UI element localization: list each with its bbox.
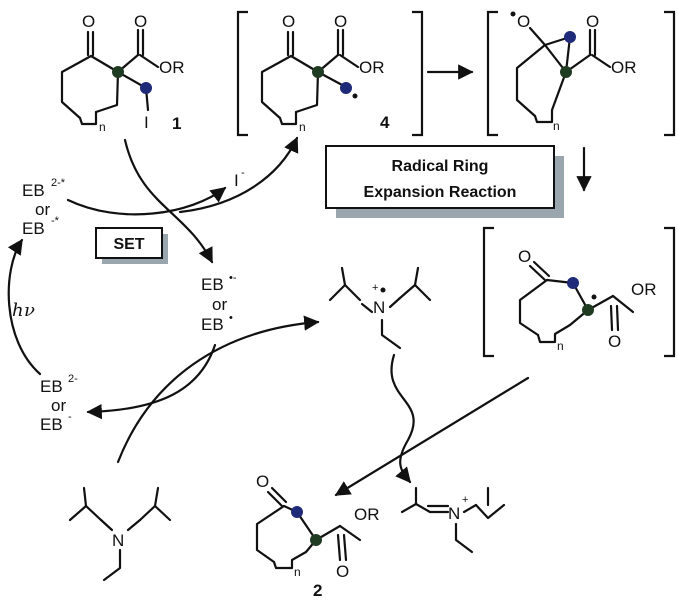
- eb-excited-label: EB 2-* or EB -*: [22, 177, 66, 238]
- eb-excited-dianion-text: EB: [22, 181, 45, 200]
- amine-radical-n: N: [373, 298, 385, 317]
- eb-excited-dianion-sup: 2-*: [51, 177, 66, 189]
- compound-1-structure: O n O OR I 1: [60, 12, 185, 134]
- iodide-label: I -: [234, 167, 245, 190]
- arrow-to-radical-4: [178, 136, 299, 214]
- eb-excited-or: or: [35, 200, 50, 219]
- product-2-carbonyl-oxygen: O: [336, 562, 349, 581]
- compound-1-green-atom: [112, 66, 124, 78]
- cyclopropane-carbonyl-oxygen: O: [586, 12, 599, 31]
- light-label: h ν: [12, 300, 35, 321]
- alkoxy-oxygen: O: [517, 12, 530, 31]
- product-2-blue-atom: [291, 506, 303, 518]
- cyclopropane-green-atom: [560, 66, 572, 78]
- arrow-hydrogen-atom-transfer: [390, 353, 415, 484]
- arrow-amine-oxidation: [116, 315, 320, 464]
- set-box: SET: [95, 227, 168, 264]
- eb-anion-sup: -: [68, 411, 72, 423]
- expanded-radical-dot: [591, 294, 597, 300]
- dipea-reagent: N: [68, 486, 172, 582]
- product-2-green-atom: [310, 534, 322, 546]
- compound-1-blue-atom: [140, 82, 152, 94]
- compound-4-radical-dot: [352, 93, 358, 99]
- eb-radical-label: EB •- or EB •: [201, 272, 237, 334]
- compound-4-ester-label: OR: [359, 58, 385, 77]
- cyclopropyloxy-intermediate: O n O OR: [510, 11, 637, 133]
- box-title-line-2: Expansion Reaction: [364, 184, 517, 201]
- compound-4-green-atom: [312, 66, 324, 78]
- eb-radical-or: or: [212, 295, 227, 314]
- amine-radical-dot: [380, 287, 386, 293]
- arrow-photoexcitation: [7, 238, 42, 376]
- set-box-text: SET: [113, 236, 144, 253]
- cyclopropane-bracket: [486, 10, 676, 137]
- compound-1-ester-label: OR: [159, 58, 185, 77]
- iminium-n: N: [448, 504, 460, 523]
- cyclopropane-blue-atom: [564, 31, 576, 43]
- arrow-eb-regeneration: [86, 343, 217, 420]
- alkoxy-radical-dot: [510, 11, 516, 17]
- arrow-to-product-2: [334, 376, 530, 497]
- expanded-ring-radical: O n O OR: [518, 247, 657, 353]
- amine-radical-cation: N +: [328, 266, 432, 350]
- expanded-ketone-oxygen: O: [518, 247, 531, 266]
- product-2-n-label: n: [294, 565, 301, 579]
- hv-h: h: [12, 300, 24, 321]
- compound-1-number: 1: [172, 114, 181, 133]
- compound-1-carbonyl-oxygen: O: [134, 12, 147, 31]
- iodide-charge: -: [241, 167, 245, 179]
- product-2-structure: O n O OR 2: [255, 472, 380, 600]
- eb-radical-sup: •: [229, 312, 233, 324]
- compound-1-ketone-oxygen: O: [82, 12, 95, 31]
- expanded-ester-label: OR: [631, 280, 657, 299]
- iminium-plus: +: [462, 494, 468, 506]
- expanded-carbonyl-oxygen: O: [608, 332, 621, 351]
- compound-4-bracket: [236, 10, 424, 137]
- cyclopropane-n-label: n: [553, 119, 560, 133]
- dipea-n: N: [112, 531, 124, 550]
- product-2-ketone-oxygen: O: [256, 472, 269, 491]
- product-2-number: 2: [313, 581, 322, 600]
- arrow-iodide-release: [66, 186, 227, 216]
- box-title-line-1: Radical Ring: [392, 158, 489, 175]
- eb-dianion-sup: 2-: [68, 373, 78, 385]
- expanded-green-radical-atom: [582, 304, 594, 316]
- expanded-blue-atom: [567, 277, 579, 289]
- eb-anion-text: EB: [40, 415, 63, 434]
- cyclopropane-ester-label: OR: [611, 58, 637, 77]
- compound-4-structure: O n O OR 4: [260, 12, 390, 134]
- expanded-n-label: n: [557, 339, 564, 353]
- compound-4-blue-radical-atom: [340, 82, 352, 94]
- compound-4-carbonyl-oxygen: O: [334, 12, 347, 31]
- eb-dianion-text: EB: [40, 377, 63, 396]
- iminium-byproduct: N +: [400, 486, 506, 554]
- eb-excited-anion-sup: -*: [51, 215, 60, 227]
- compound-4-number: 4: [380, 113, 390, 132]
- compound-1-iodine: I: [144, 113, 149, 132]
- compound-1-n-label: n: [99, 120, 106, 134]
- compound-4-ketone-oxygen: O: [282, 12, 295, 31]
- product-2-ester-label: OR: [354, 505, 380, 524]
- eb-radical-text: EB: [201, 315, 224, 334]
- eb-radical-anion-text: EB: [201, 275, 224, 294]
- ring-expansion-box: Radical Ring Expansion Reaction: [325, 145, 564, 218]
- eb-excited-anion-text: EB: [22, 219, 45, 238]
- eb-radical-anion-sup: •-: [229, 272, 237, 284]
- expanded-radical-bracket: [482, 226, 676, 358]
- eb-ground-label: EB 2- or EB -: [40, 373, 78, 434]
- arrow-set-to-eb-radical: [123, 138, 214, 264]
- amine-radical-plus: +: [372, 282, 378, 294]
- iodide-text: I: [234, 171, 239, 190]
- compound-4-n-label: n: [299, 120, 306, 134]
- eb-ground-or: or: [51, 396, 66, 415]
- hv-nu: ν: [24, 300, 35, 321]
